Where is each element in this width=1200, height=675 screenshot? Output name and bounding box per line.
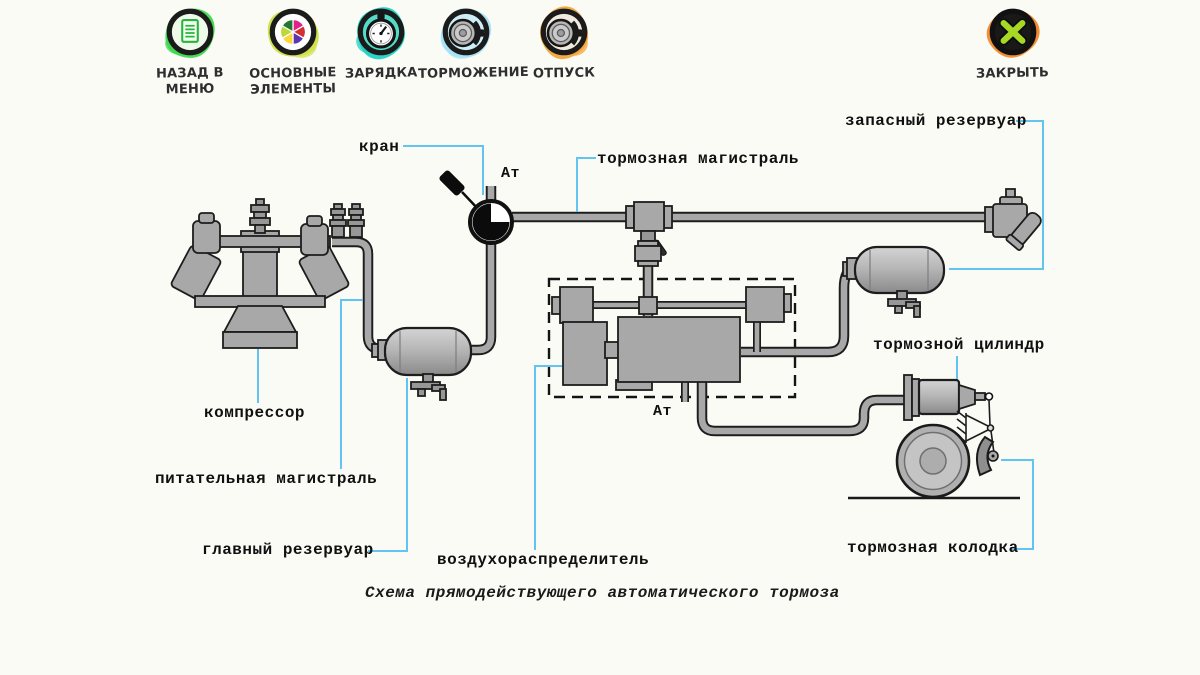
stopwatch-icon [356,7,405,60]
brake-cylinder [903,374,994,421]
tee-and-isolating-valve [625,201,673,267]
label-brake-shoe: тормозная колодка [847,539,1019,557]
label-atmosphere-top: Ат [501,165,521,182]
pie-chart-icon [267,8,319,58]
end-valve-and-hose [984,188,1042,251]
leader-lines [257,120,1044,552]
label-compressor: компрессор [204,404,306,422]
toolbar-button-main-elements[interactable]: ОСНОВНЫЕ ЭЛЕМЕНТЫ [238,4,348,97]
label-atmosphere-bottom: Ат [653,403,673,420]
label-reserve-reservoir: запасный резервуар [845,112,1027,130]
label-crane: кран [359,138,400,156]
brake-drum-icon [540,6,589,60]
close-x-icon [986,8,1040,58]
drivers-brake-valve [439,170,514,245]
brake-drum-icon [440,8,492,59]
toolbar-button-braking[interactable]: ТОРМОЖЕНИЕ [411,4,529,82]
air-distributor [551,286,792,391]
brake-linkage [956,399,995,454]
reserve-reservoir [842,245,946,318]
label-brake-cylinder: тормозной цилиндр [873,336,1045,354]
toolbar-button-release[interactable]: ОТПУСК [509,4,619,82]
label-brake-line: тормозная магистраль [597,150,800,168]
label-main-reservoir: главный резервуар [202,541,374,559]
main-reservoir [371,326,473,401]
toolbar-button-charging[interactable]: ЗАРЯДКА [326,4,436,82]
label-air-distributor: воздухораспределитель [437,551,650,569]
wheel [895,423,971,499]
toolbar-button-back-to-menu[interactable]: НАЗАД В МЕНЮ [135,4,245,97]
air-distributor-dashed-box [547,277,797,399]
compressor [170,198,365,349]
document-icon [165,8,215,58]
diagram-caption: Схема прямодействующего автоматического … [365,584,840,602]
brake-shoe [975,435,999,477]
toolbar-button-close[interactable]: ЗАКРЫТЬ [958,4,1068,82]
label-feed-line: питательная магистраль [155,470,378,488]
